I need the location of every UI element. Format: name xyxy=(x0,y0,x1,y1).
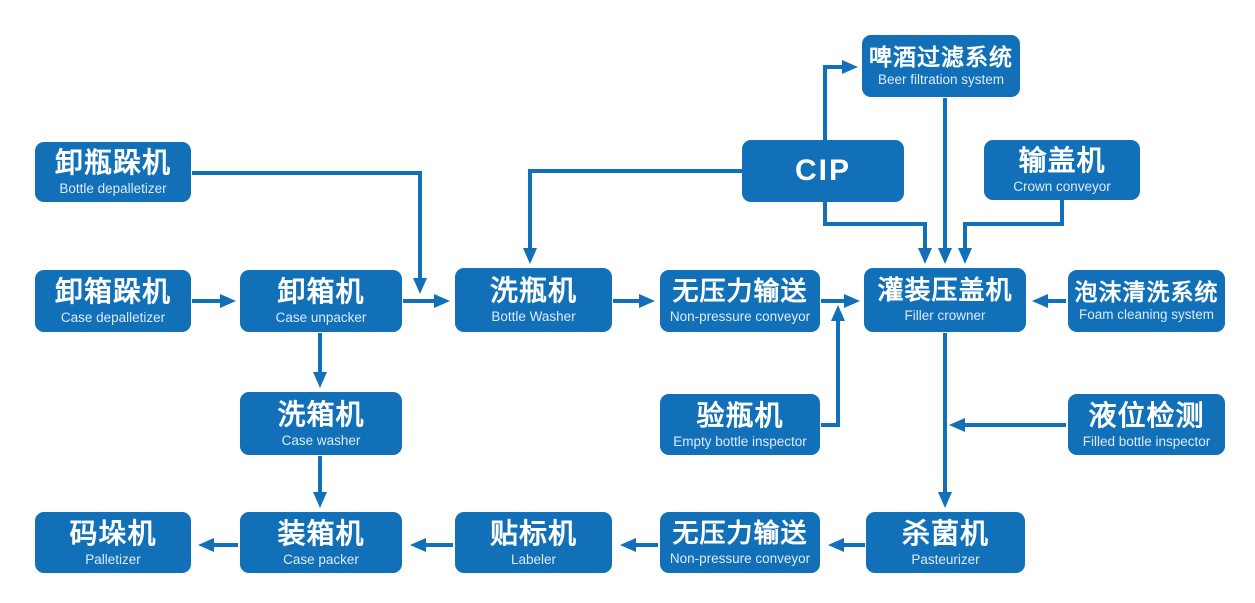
flow-arrow-cip-to-beer-filtration-system xyxy=(823,60,858,140)
node-non-pressure-conveyor-2: 无压力输送 Non-pressure conveyor xyxy=(660,512,820,573)
node-title-foam-cleaning-system: 泡沫清洗系统 xyxy=(1074,279,1219,306)
node-case-depalletizer: 卸箱跺机 Case depalletizer xyxy=(35,270,191,332)
node-subtitle-bottle-washer: Bottle Washer xyxy=(491,309,576,325)
node-title-filler-crowner: 灌装压盖机 xyxy=(877,275,1013,306)
node-title-bottle-depalletizer: 卸瓶跺机 xyxy=(54,147,171,179)
node-subtitle-filler-crowner: Filler crowner xyxy=(904,308,986,324)
node-case-unpacker: 卸箱机 Case unpacker xyxy=(240,270,402,332)
node-subtitle-case-packer: Case packer xyxy=(283,551,359,567)
flow-arrow-bottle-depalletizer-to-bottle-washer xyxy=(192,171,427,294)
node-case-packer: 装箱机 Case packer xyxy=(240,512,402,573)
node-title-empty-bottle-inspector: 验瓶机 xyxy=(696,399,784,431)
node-subtitle-case-washer: Case washer xyxy=(281,432,361,448)
node-labeler: 贴标机 Labeler xyxy=(455,512,612,573)
node-subtitle-empty-bottle-inspector: Empty bottle inspector xyxy=(673,433,807,449)
node-cip: CIP xyxy=(742,140,904,202)
node-title-case-packer: 装箱机 xyxy=(277,517,365,549)
node-subtitle-pasteurizer: Pasteurizer xyxy=(911,551,980,567)
node-subtitle-bottle-depalletizer: Bottle depalletizer xyxy=(59,181,167,197)
node-title-crown-conveyor: 输盖机 xyxy=(1018,145,1106,177)
node-title-labeler: 贴标机 xyxy=(489,517,577,549)
node-bottle-washer: 洗瓶机 Bottle Washer xyxy=(455,268,612,332)
node-title-case-unpacker: 卸箱机 xyxy=(277,276,365,308)
node-subtitle-non-pressure-conveyor-2: Non-pressure conveyor xyxy=(669,550,811,566)
node-subtitle-foam-cleaning-system: Foam cleaning system xyxy=(1078,307,1215,323)
flow-arrow-crown-conveyor-to-filler-crowner xyxy=(958,199,1064,264)
node-crown-conveyor: 输盖机 Crown conveyor xyxy=(984,140,1140,200)
node-subtitle-beer-filtration-system: Beer filtration system xyxy=(877,72,1005,88)
node-subtitle-non-pressure-conveyor-1: Non-pressure conveyor xyxy=(669,309,811,325)
node-filled-bottle-inspector: 液位检测 Filled bottle inspector xyxy=(1068,394,1225,455)
node-title-filled-bottle-inspector: 液位检测 xyxy=(1088,399,1205,431)
node-filler-crowner: 灌装压盖机 Filler crowner xyxy=(864,268,1026,332)
node-title-cip: CIP xyxy=(794,153,851,187)
node-non-pressure-conveyor-1: 无压力输送 Non-pressure conveyor xyxy=(660,270,820,332)
node-subtitle-labeler: Labeler xyxy=(510,551,557,567)
node-title-bottle-washer: 洗瓶机 xyxy=(489,275,577,307)
node-empty-bottle-inspector: 验瓶机 Empty bottle inspector xyxy=(660,394,820,455)
node-subtitle-palletizer: Palletizer xyxy=(85,551,141,567)
node-title-case-depalletizer: 卸箱跺机 xyxy=(54,276,171,308)
flow-arrow-cip-to-bottle-washer xyxy=(523,169,742,264)
node-bottle-depalletizer: 卸瓶跺机 Bottle depalletizer xyxy=(35,142,191,202)
node-title-beer-filtration-system: 啤酒过滤系统 xyxy=(869,44,1013,71)
node-title-palletizer: 码垛机 xyxy=(69,517,157,549)
node-pasteurizer: 杀菌机 Pasteurizer xyxy=(866,512,1025,573)
node-subtitle-crown-conveyor: Crown conveyor xyxy=(1013,179,1111,195)
node-title-case-washer: 洗箱机 xyxy=(277,398,365,430)
flow-arrow-empty-bottle-inspector-to-filler-crowner xyxy=(821,305,845,427)
node-palletizer: 码垛机 Palletizer xyxy=(35,512,191,573)
node-subtitle-filled-bottle-inspector: Filled bottle inspector xyxy=(1082,433,1211,449)
node-subtitle-case-unpacker: Case unpacker xyxy=(275,310,367,326)
node-case-washer: 洗箱机 Case washer xyxy=(240,392,402,455)
node-subtitle-case-depalletizer: Case depalletizer xyxy=(60,310,166,326)
node-title-non-pressure-conveyor-1: 无压力输送 xyxy=(672,276,808,307)
node-title-pasteurizer: 杀菌机 xyxy=(901,517,989,549)
flow-arrow-cip-to-filler-crowner xyxy=(823,201,932,264)
node-title-non-pressure-conveyor-2: 无压力输送 xyxy=(672,517,808,548)
